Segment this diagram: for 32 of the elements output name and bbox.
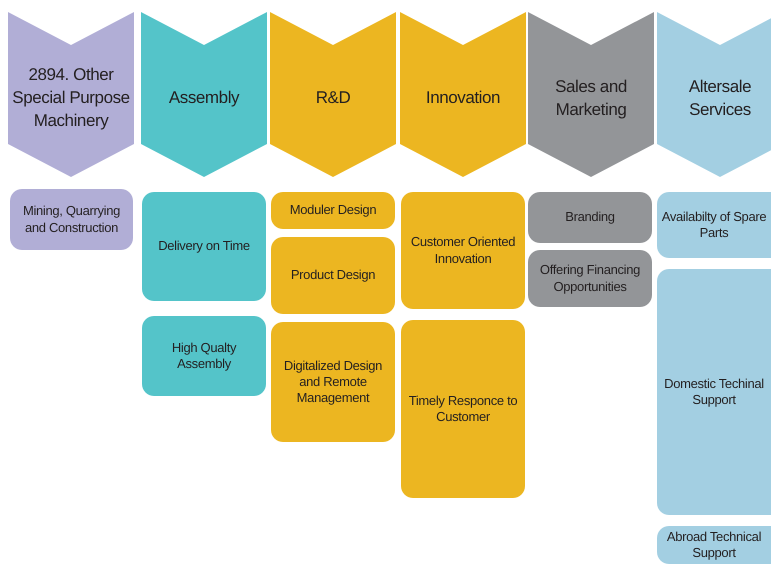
rounded-box [271,322,395,442]
box-label: Timely Responce to Customer [408,392,518,426]
rounded-box [528,250,652,307]
rounded-box [271,192,395,229]
rounded-box [657,269,771,515]
rounded-box [10,189,133,250]
rounded-box [401,192,525,309]
box-label: Availabilty of Spare Parts [660,208,768,242]
box-label: Domestic Techinal Support [663,376,765,408]
box-label: Mining, Quarrying and Construction [22,203,122,236]
box-label: Offering Financing Opportunities [538,262,642,295]
column-heading: R&D [314,87,352,110]
rounded-box [657,526,771,564]
box-label: High Qualty Assembly [170,340,238,372]
rounded-box [142,192,266,301]
rounded-box [142,316,266,396]
box-label: Customer Oriented Innovation [410,234,516,267]
rounded-box [401,320,525,498]
rounded-box [271,237,395,314]
box-label: Abroad Technical Support [666,528,762,562]
box-label: Delivery on Time [157,238,251,255]
rounded-box [528,192,652,243]
box-label: Branding [564,209,616,226]
column-heading: 2894. Other Special Purpose Machinery [11,64,131,132]
column-heading: Sales and Marketing [554,76,628,120]
box-label: Digitalized Design and Remote Management [282,358,384,406]
box-label: Moduler Design [288,202,378,219]
column-heading: Innovation [424,87,502,110]
column-heading: Assembly [168,87,240,110]
rounded-box [657,192,771,258]
column-heading: Altersale Services [688,76,752,120]
box-label: Product Design [290,267,376,284]
